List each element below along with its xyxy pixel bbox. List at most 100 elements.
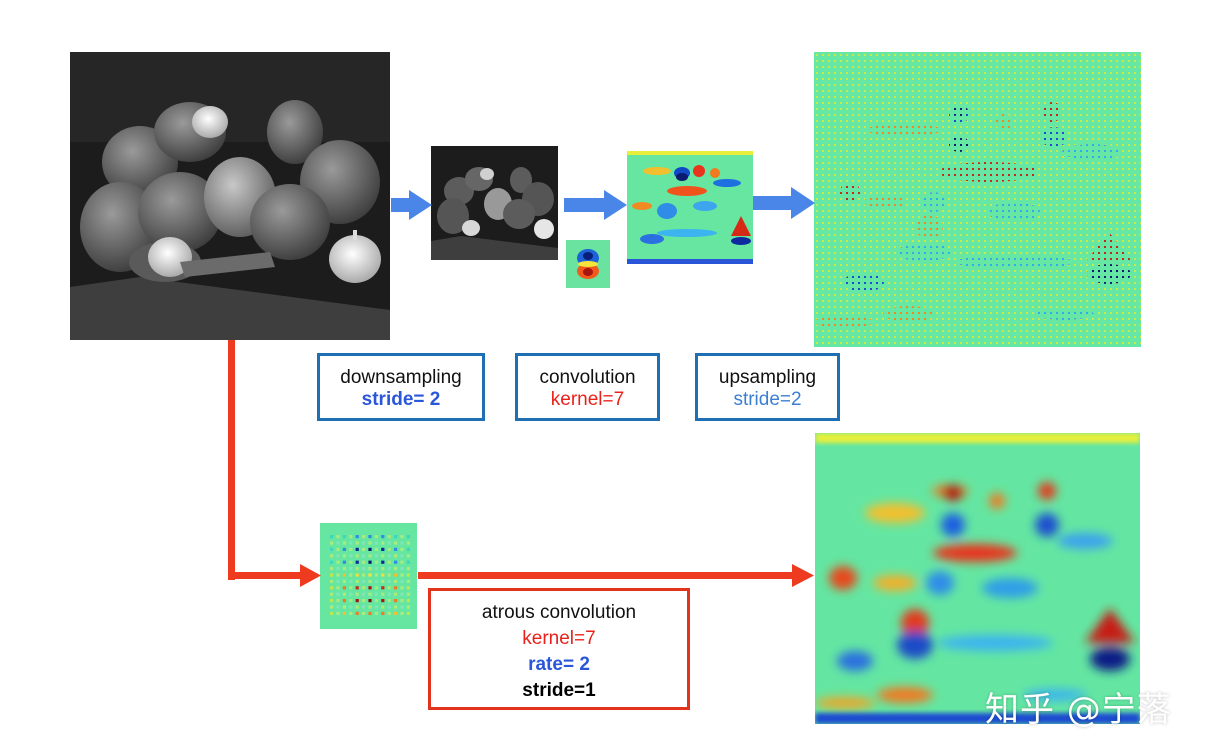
kernel-dot xyxy=(342,541,346,545)
kernel-dot xyxy=(368,573,372,577)
atrous-kernel: kernel=7 xyxy=(522,628,596,649)
kernel-dot xyxy=(406,579,410,583)
input-peppers-image xyxy=(70,52,390,340)
kernel-dot xyxy=(349,605,353,609)
convolution-kernel: kernel=7 xyxy=(550,389,625,410)
kernel-dot xyxy=(342,535,346,539)
kernel-dot xyxy=(336,592,340,596)
kernel-dot xyxy=(400,579,404,583)
kernel-dot xyxy=(336,605,340,609)
kernel-dot xyxy=(336,611,340,615)
kernel-dot xyxy=(381,535,385,539)
kernel-dot xyxy=(362,554,366,558)
kernel-dot xyxy=(349,592,353,596)
kernel-dot xyxy=(400,567,404,571)
kernel-dot xyxy=(387,541,391,545)
kernel-dot xyxy=(400,554,404,558)
convolution-output-heatmap xyxy=(627,151,753,264)
kernel-dot xyxy=(406,586,410,590)
kernel-dot xyxy=(336,573,340,577)
kernel-dot xyxy=(330,599,334,603)
kernel-dot xyxy=(362,535,366,539)
kernel-dot xyxy=(330,535,334,539)
kernel-dot xyxy=(342,560,346,564)
kernel-dot xyxy=(342,586,346,590)
upsampling-stride: stride=2 xyxy=(733,389,802,410)
kernel-dot xyxy=(349,599,353,603)
kernel-dot xyxy=(406,605,410,609)
kernel-dot xyxy=(330,611,334,615)
kernel-dot xyxy=(362,592,366,596)
red-arrow-to-atrous-output xyxy=(418,564,814,587)
kernel-dot xyxy=(330,567,334,571)
kernel-dot xyxy=(362,579,366,583)
kernel-dot xyxy=(349,579,353,583)
kernel-dot xyxy=(406,611,410,615)
kernel-dot xyxy=(387,560,391,564)
kernel-dot xyxy=(387,605,391,609)
atrous-title: atrous convolution xyxy=(481,602,637,623)
kernel-dot xyxy=(381,573,385,577)
downsampling-label-box: downsampling stride= 2 xyxy=(317,353,485,421)
kernel-dot xyxy=(400,605,404,609)
kernel-dot xyxy=(336,579,340,583)
kernel-dot xyxy=(400,541,404,545)
kernel-dot xyxy=(381,599,385,603)
kernel-dot xyxy=(394,560,398,564)
kernel-dot xyxy=(406,560,410,564)
kernel-dot xyxy=(362,547,366,551)
kernel-dot xyxy=(368,599,372,603)
kernel-dot xyxy=(342,567,346,571)
kernel-dot xyxy=(381,541,385,545)
kernel-dot xyxy=(406,573,410,577)
kernel-dot xyxy=(374,605,378,609)
convolution-title: convolution xyxy=(539,367,636,388)
kernel-dot xyxy=(406,547,410,551)
kernel-dot xyxy=(374,541,378,545)
kernel-dot xyxy=(368,535,372,539)
kernel-dot xyxy=(368,592,372,596)
convolution-label-box: convolution kernel=7 xyxy=(515,353,660,421)
kernel-dot xyxy=(406,554,410,558)
dotted-upsampled-heatmap xyxy=(814,52,1141,347)
kernel-dot xyxy=(394,579,398,583)
kernel-dot xyxy=(330,592,334,596)
kernel-dot xyxy=(381,554,385,558)
kernel-dot xyxy=(342,611,346,615)
kernel-dot xyxy=(381,560,385,564)
kernel-dot xyxy=(406,535,410,539)
kernel-dot xyxy=(362,586,366,590)
kernel-dot xyxy=(355,611,359,615)
kernel-dot xyxy=(330,579,334,583)
kernel-dot xyxy=(330,547,334,551)
kernel-dot xyxy=(330,560,334,564)
kernel-dot xyxy=(387,579,391,583)
kernel-dot xyxy=(355,592,359,596)
kernel-dot xyxy=(362,599,366,603)
kernel-dot xyxy=(374,560,378,564)
kernel-dot xyxy=(355,573,359,577)
kernel-dot xyxy=(342,573,346,577)
kernel-dot xyxy=(349,535,353,539)
kernel-dot xyxy=(381,592,385,596)
atrous-convolution-label-box: atrous convolution kernel=7 rate= 2 stri… xyxy=(428,588,690,710)
kernel-dot xyxy=(330,586,334,590)
kernel-dot xyxy=(368,560,372,564)
kernel-dot xyxy=(342,599,346,603)
kernel-dot xyxy=(368,579,372,583)
kernel-dot xyxy=(374,592,378,596)
kernel-dot xyxy=(355,541,359,545)
kernel-dot xyxy=(394,573,398,577)
kernel-dot xyxy=(368,554,372,558)
kernel-dot xyxy=(330,605,334,609)
kernel-dot xyxy=(362,567,366,571)
kernel-dot xyxy=(355,599,359,603)
kernel-dot xyxy=(394,605,398,609)
kernel-dot xyxy=(336,599,340,603)
kernel-dot xyxy=(349,554,353,558)
kernel-dot xyxy=(394,586,398,590)
kernel-dot xyxy=(387,547,391,551)
kernel-dot xyxy=(362,560,366,564)
kernel-dot xyxy=(349,567,353,571)
kernel-dot xyxy=(336,535,340,539)
